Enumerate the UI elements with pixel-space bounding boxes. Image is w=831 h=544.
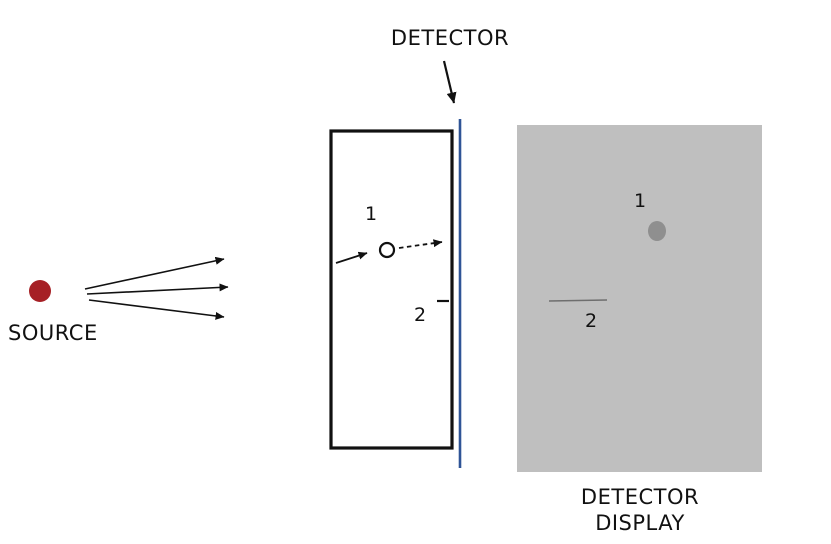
detector-display-caption-line1: DETECTOR — [580, 485, 700, 509]
box-particle-2-label: 2 — [413, 304, 427, 326]
particle-1-incoming-arrow — [335, 251, 368, 264]
display-hit-1-label: 1 — [633, 190, 647, 212]
particle-1-dashed-arrow — [398, 239, 443, 249]
detector-pointer-arrow — [442, 60, 457, 104]
detector-display-panel — [517, 125, 762, 472]
source-label: SOURCE — [8, 321, 98, 345]
detector-display-caption-line2: DISPLAY — [595, 511, 685, 535]
box-particle-1-label: 1 — [364, 203, 378, 225]
emission-arrow-middle — [86, 283, 229, 295]
display-hit-2-label: 2 — [584, 310, 598, 332]
emission-arrow-top — [84, 256, 225, 290]
particle-1-circle — [378, 241, 396, 259]
display-hit-line-2 — [548, 299, 608, 302]
emission-arrow-bottom — [88, 299, 225, 320]
display-hit-dot-1 — [648, 221, 666, 241]
detector-label: DETECTOR — [390, 26, 510, 50]
source-dot — [29, 280, 51, 302]
detector-display-caption: DETECTOR DISPLAY — [581, 484, 699, 536]
interaction-box — [329, 129, 454, 450]
